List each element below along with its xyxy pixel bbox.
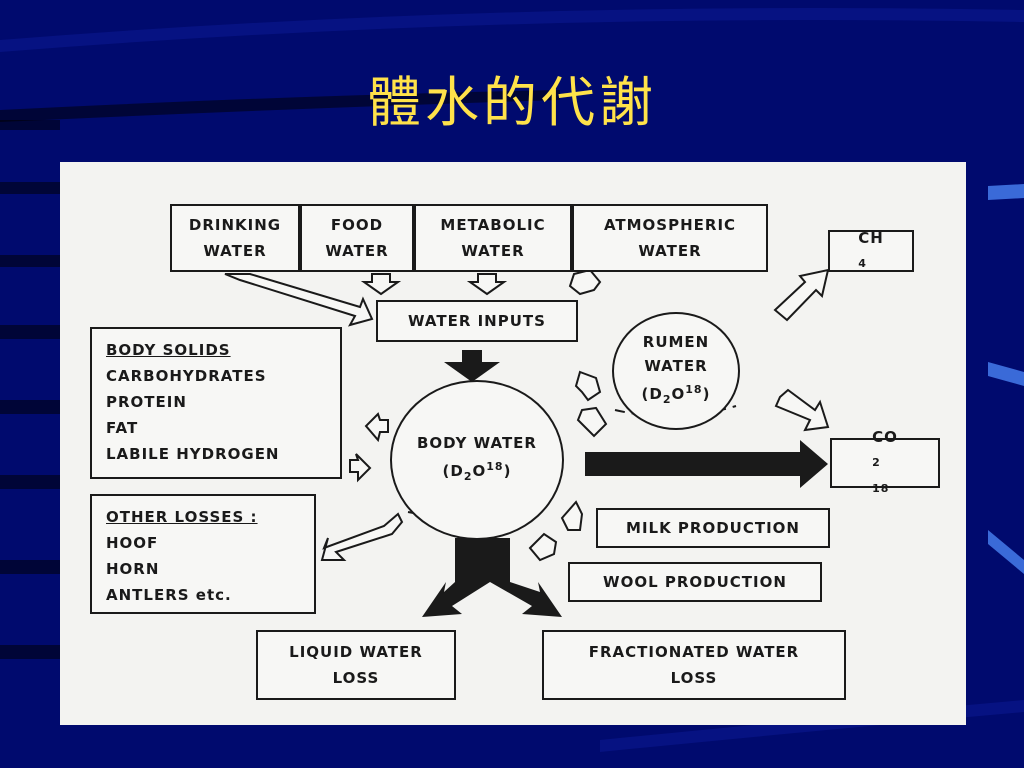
arrow-body-to-wool — [528, 532, 558, 562]
food-water-box: FOOD WATER — [300, 204, 414, 272]
liquid-water-loss-box: LIQUID WATER LOSS — [256, 630, 456, 700]
arrow-inputs-to-body — [444, 350, 500, 382]
metabolic-water-line2: WATER — [461, 242, 525, 260]
arrow-food-down — [360, 273, 402, 296]
ch4-base: CH — [858, 229, 884, 247]
other-losses-item-hoof: HOOF — [106, 534, 159, 552]
rumen-water-circle: RUMEN WATER (D2O18) — [612, 312, 740, 430]
arrow-drinking-to-inputs — [224, 273, 374, 327]
body-water-isotope: (D2O18) — [442, 460, 512, 483]
arrow-rumen-to-body — [576, 406, 608, 438]
rumen-water-line2: WATER — [644, 357, 708, 375]
other-losses-box: OTHER LOSSES : HOOF HORN ANTLERS etc. — [90, 494, 316, 614]
body-solids-box: BODY SOLIDS CARBOHYDRATES PROTEIN FAT LA… — [90, 327, 342, 479]
body-solids-item-protein: PROTEIN — [106, 393, 187, 411]
wool-production-label: WOOL PRODUCTION — [603, 573, 787, 591]
diagram-panel: DRINKING WATER FOOD WATER METABOLIC WATE… — [60, 162, 966, 725]
metabolic-water-box: METABOLIC WATER — [414, 204, 572, 272]
arrow-rumen-to-ch4 — [773, 268, 830, 322]
drinking-water-box: DRINKING WATER — [170, 204, 300, 272]
liquid-water-loss-line1: LIQUID WATER — [289, 643, 423, 661]
co2-base: CO — [872, 428, 898, 446]
liquid-water-loss-line2: LOSS — [332, 669, 380, 687]
body-water-circle: BODY WATER (D2O18) — [390, 380, 564, 540]
arrow-atmospheric-down — [568, 268, 602, 296]
fractionated-water-loss-box: FRACTIONATED WATER LOSS — [542, 630, 846, 700]
arrow-body-to-solids-1 — [364, 412, 389, 443]
water-inputs-box: WATER INPUTS — [376, 300, 578, 342]
food-water-line1: FOOD — [330, 216, 384, 234]
slide-title: 體水的代謝 — [367, 71, 657, 134]
ch4-box: CH 4 — [828, 229, 914, 272]
fractionated-water-loss-line2: LOSS — [670, 669, 718, 687]
body-solids-item-carbohydrates: CARBOHYDRATES — [106, 367, 267, 385]
arrow-solids-to-body — [349, 453, 372, 483]
other-losses-item-antlers: ANTLERS etc. — [106, 586, 232, 604]
milk-production-box: MILK PRODUCTION — [596, 508, 830, 548]
arrow-rumen-to-co2 — [774, 388, 830, 432]
other-losses-item-horn: HORN — [106, 560, 160, 578]
other-losses-heading: OTHER LOSSES : — [106, 508, 258, 526]
co2-sub: 2 — [872, 456, 881, 469]
ch4-sub: 4 — [858, 257, 867, 270]
arrow-body-to-milk — [560, 500, 584, 531]
atmospheric-water-box: ATMOSPHERIC WATER — [572, 204, 768, 272]
body-water-label: BODY WATER — [417, 434, 537, 452]
body-solids-item-fat: FAT — [106, 419, 139, 437]
drinking-water-line2: WATER — [203, 242, 267, 260]
co2-box: CO 2 18 — [830, 428, 940, 495]
water-inputs-label: WATER INPUTS — [408, 312, 546, 330]
arrow-metabolic-down — [466, 273, 508, 296]
arrow-body-to-co2 — [585, 440, 828, 488]
milk-production-label: MILK PRODUCTION — [626, 519, 800, 537]
arrow-body-to-losses — [422, 538, 562, 617]
fractionated-water-loss-line1: FRACTIONATED WATER — [588, 643, 800, 661]
co2-sup: 18 — [872, 482, 890, 495]
rumen-water-line1: RUMEN — [642, 333, 710, 351]
arrow-body-to-rumen — [574, 370, 602, 402]
arrow-body-to-other-losses — [320, 512, 404, 561]
flow-arrows — [224, 268, 830, 617]
drinking-water-line1: DRINKING — [188, 216, 282, 234]
body-solids-heading: BODY SOLIDS — [106, 341, 231, 359]
atmospheric-water-line1: ATMOSPHERIC — [603, 216, 737, 234]
wool-production-box: WOOL PRODUCTION — [568, 562, 822, 602]
body-solids-item-labile-hydrogen: LABILE HYDROGEN — [106, 445, 280, 463]
food-water-line2: WATER — [325, 242, 389, 260]
rumen-water-isotope: (D2O18) — [641, 383, 711, 406]
metabolic-water-line1: METABOLIC — [440, 216, 546, 234]
atmospheric-water-line2: WATER — [638, 242, 702, 260]
